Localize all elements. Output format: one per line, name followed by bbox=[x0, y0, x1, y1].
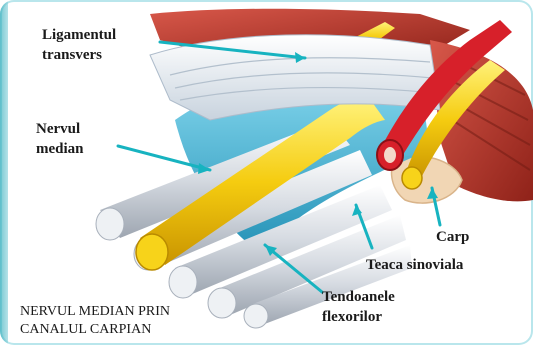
tendons-label-line1: Tendoanele bbox=[322, 288, 395, 306]
nerve-label-line2: median bbox=[36, 140, 84, 158]
sheath-label: Teaca sinoviala bbox=[366, 256, 463, 274]
carp-label: Carp bbox=[436, 228, 469, 246]
caption-line1: NERVUL MEDIAN PRIN bbox=[20, 303, 170, 320]
nerve-label-line1: Nervul bbox=[36, 120, 80, 138]
ligament-label-line1: Ligamentul bbox=[42, 26, 116, 44]
caption-line2: CANALUL CARPIAN bbox=[20, 321, 151, 338]
ligament-label-line2: transvers bbox=[42, 46, 102, 64]
tendons-label-line2: flexorilor bbox=[322, 308, 382, 326]
